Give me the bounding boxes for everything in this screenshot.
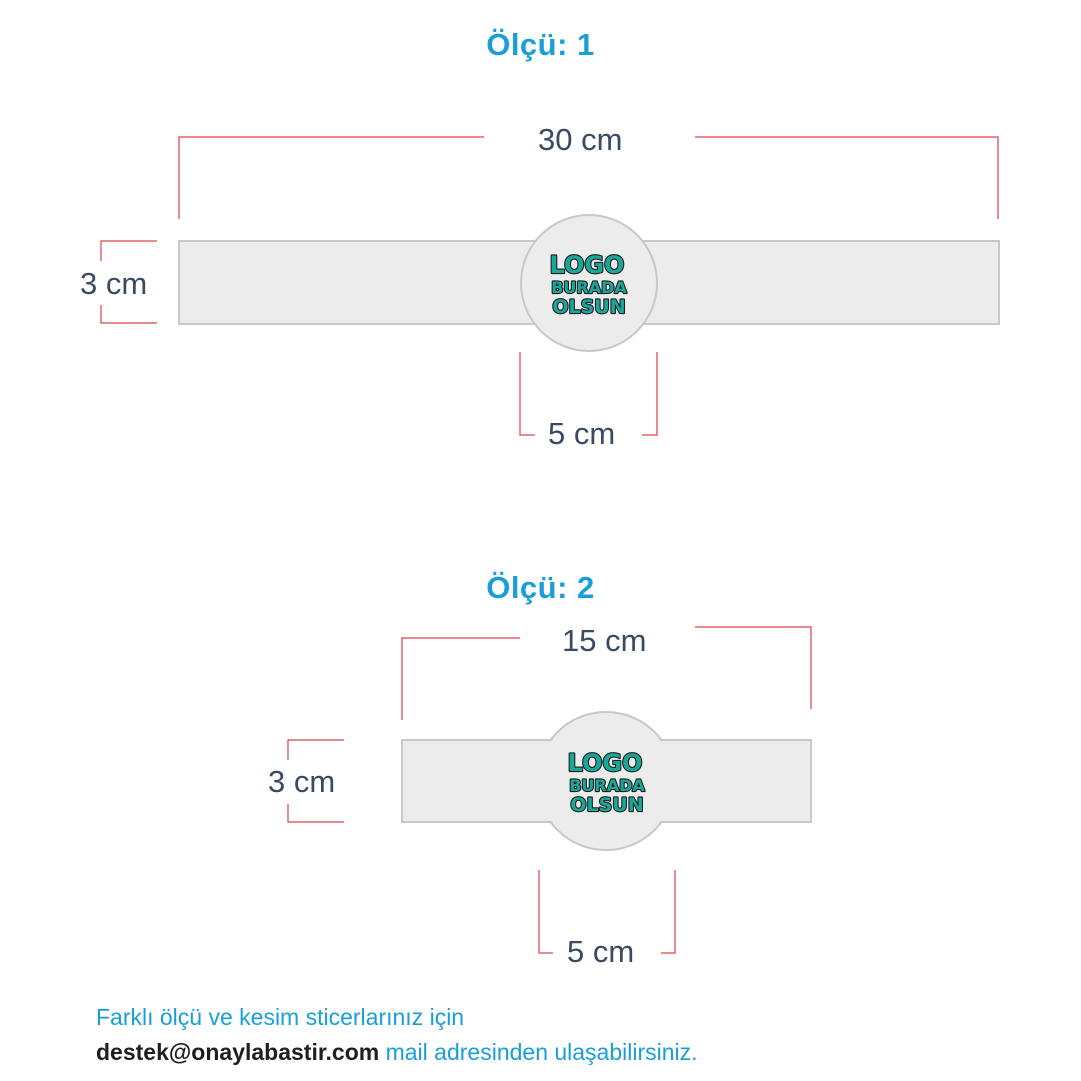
variant1-height-bracket-top <box>100 240 157 261</box>
variant2-sticker-circle-fill <box>538 713 674 849</box>
variant1-title: Ölçü: 1 <box>486 27 595 62</box>
logo-line-logo: LOGO <box>550 251 625 279</box>
variant1-sticker-circle <box>520 214 658 352</box>
logo-line-burada: BURADA <box>569 776 645 795</box>
variant1-circle-bracket-right <box>642 352 658 436</box>
variant2-logo-placeholder: LOGO BURADA OLSUN <box>566 748 646 817</box>
variant1-circle-bracket-left <box>519 352 535 436</box>
logo-line-olsun: OLSUN <box>552 296 625 318</box>
variant1-width-bracket-right <box>695 136 999 219</box>
variant1-width-label: 30 cm <box>538 122 623 157</box>
logo-line-olsun: OLSUN <box>570 794 643 816</box>
variant1-height-label: 3 cm <box>80 266 148 301</box>
variant2-dimension-lines <box>287 626 812 954</box>
variant2-title: Ölçü: 2 <box>486 570 595 605</box>
footer-email-link[interactable]: destek@onaylabastir.com <box>96 1038 380 1065</box>
variant2-height-bracket-bottom <box>287 804 344 823</box>
footer-note: Farklı ölçü ve kesim sticerlarınız için … <box>96 1000 698 1069</box>
variant2-width-bracket-right <box>695 626 812 709</box>
variant2-height-label: 3 cm <box>268 764 336 799</box>
variant2-height-bracket-top <box>287 739 344 760</box>
footer-line2: destek@onaylabastir.com mail adresinden … <box>96 1035 698 1070</box>
variant1-width-bracket-left <box>178 136 484 219</box>
variant1-dimension-lines <box>100 136 999 436</box>
footer-line2-rest: mail adresinden ulaşabilirsiniz. <box>379 1038 698 1065</box>
variant2-circle-bracket-right <box>661 870 676 954</box>
footer-line1: Farklı ölçü ve kesim sticerlarınız için <box>96 1004 465 1030</box>
variant2-circle-bracket-left <box>538 870 553 954</box>
logo-line-burada: BURADA <box>551 278 627 297</box>
variant2-width-label: 15 cm <box>562 623 647 658</box>
logo-line-logo: LOGO <box>568 749 643 777</box>
variant2-width-bracket-left <box>401 637 520 720</box>
variant1-circle-label: 5 cm <box>548 416 616 451</box>
variant2-circle-label: 5 cm <box>567 934 635 969</box>
variant1-height-bracket-bottom <box>100 305 157 324</box>
variant1-logo-placeholder: LOGO BURADA OLSUN <box>548 250 628 319</box>
